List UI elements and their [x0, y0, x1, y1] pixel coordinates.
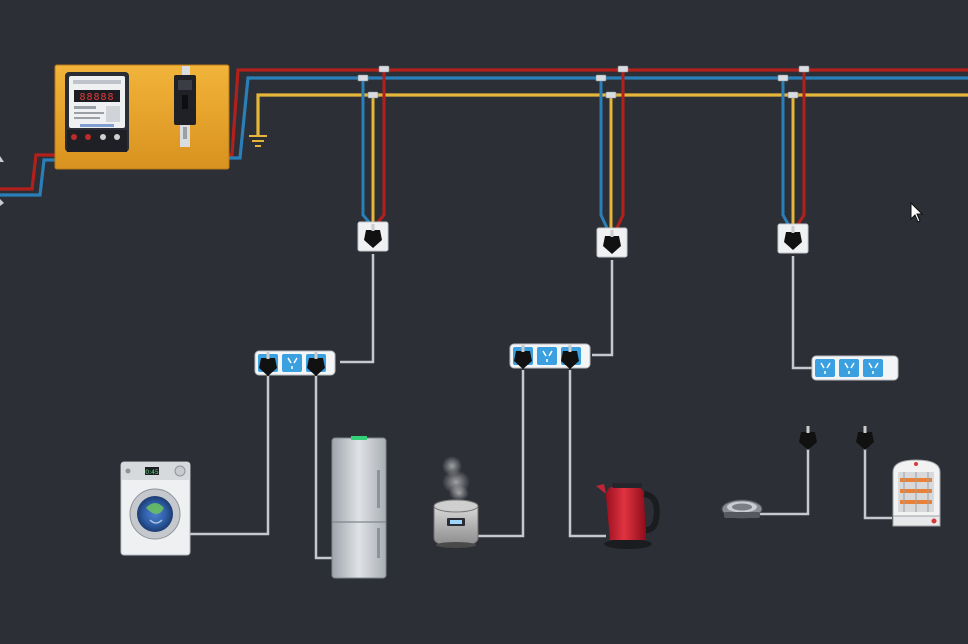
- refrigerator-icon: [331, 436, 387, 579]
- neutral-wire-bus: [186, 76, 968, 160]
- branch-wires: [361, 70, 806, 229]
- induction-cooker-icon: [721, 499, 763, 519]
- incoming-line-marks: [0, 156, 4, 206]
- rice-cooker-icon: [433, 456, 479, 548]
- refrigerator[interactable]: [331, 436, 387, 579]
- earth-wire-bus: [256, 93, 968, 135]
- power-cords: [190, 254, 892, 560]
- power-strip-icon: [254, 350, 336, 376]
- washer-display: 0:45: [145, 469, 159, 476]
- electric-kettle-icon: [596, 483, 660, 549]
- power-strip-icon: [811, 355, 899, 381]
- washing-machine-icon: 0:45: [120, 461, 191, 556]
- wall-socket-icon: [596, 227, 628, 258]
- power-strip-1[interactable]: [254, 350, 336, 376]
- power-strip-3[interactable]: [811, 355, 899, 381]
- loose-plug-1[interactable]: [799, 426, 817, 450]
- power-strip-icon: [509, 343, 591, 369]
- electric-meter-icon: 88888: [65, 72, 129, 152]
- wall-socket-icon: [777, 223, 809, 254]
- meter-board: 88888: [54, 64, 230, 170]
- live-wire-bus: [190, 68, 968, 157]
- rice-cooker[interactable]: [433, 456, 479, 548]
- meter-reading: 88888: [79, 92, 114, 103]
- plug-icon: [856, 426, 874, 450]
- junction-clips: [357, 65, 810, 99]
- induction-cooker[interactable]: [721, 499, 763, 519]
- mouse-cursor-icon: [910, 201, 924, 223]
- wall-socket-3[interactable]: [777, 223, 809, 254]
- electric-heater[interactable]: [892, 459, 941, 527]
- wall-socket-1[interactable]: [357, 221, 389, 252]
- plug-icon: [799, 426, 817, 450]
- electric-kettle[interactable]: [596, 483, 660, 549]
- circuit-breaker-icon: [174, 66, 196, 147]
- ground-symbol-icon: [249, 135, 267, 147]
- wall-socket-2[interactable]: [596, 227, 628, 258]
- loose-plug-2[interactable]: [856, 426, 874, 450]
- power-strip-2[interactable]: [509, 343, 591, 369]
- electric-heater-icon: [892, 459, 941, 527]
- washing-machine[interactable]: 0:45: [120, 461, 191, 556]
- wall-socket-icon: [357, 221, 389, 252]
